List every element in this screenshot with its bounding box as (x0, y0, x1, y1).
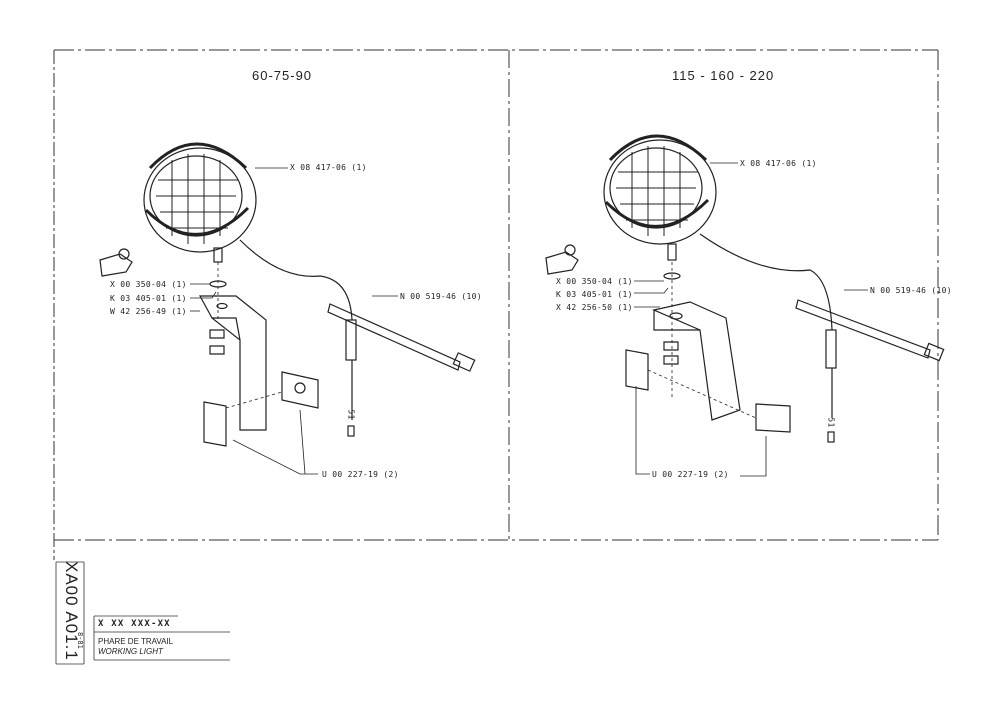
lamp-housing (143, 147, 257, 253)
drawing-date: 8-81 (76, 632, 84, 649)
washer-2 (663, 272, 681, 280)
label-connector: 51 (346, 409, 356, 420)
plate-left (203, 401, 227, 447)
reference-number: X XX XXX-XX (98, 619, 171, 629)
lamp-housing-2 (603, 139, 717, 245)
cable-tie (327, 303, 461, 371)
label-cable-tie: N 00 519-46 (10) (400, 292, 482, 301)
nuts (209, 329, 225, 355)
plate-left-2 (625, 349, 649, 391)
label-cable-tie-2: N 00 519-46 (10) (870, 286, 952, 295)
label-washer-2: X 00 350-04 (1) (556, 277, 633, 286)
label-bracket-2: X 42 256-50 (1) (556, 303, 633, 312)
bulb (99, 253, 133, 277)
plate-right (281, 371, 319, 409)
drawing-code: XA00 A01.1 (62, 561, 81, 661)
bracket-x (652, 301, 741, 421)
label-connector-2: 51 (826, 417, 836, 428)
label-lamp: X 08 417-06 (1) (290, 163, 367, 172)
title-french: PHARE DE TRAVAIL (98, 637, 174, 646)
lamp-grille-2 (616, 146, 698, 236)
left-assembly (99, 142, 476, 447)
panel-title-left: 60-75-90 (252, 68, 313, 83)
label-plates-2: U 00 227-19 (2) (652, 470, 729, 479)
label-lamp-2: X 08 417-06 (1) (740, 159, 817, 168)
bulb-2 (545, 251, 579, 275)
drawing-code-box: XA00 A01.1 (56, 561, 82, 666)
label-washer: X 00 350-04 (1) (110, 280, 187, 289)
nuts-2 (663, 341, 679, 365)
cable-2 (699, 233, 833, 331)
cable (239, 239, 353, 321)
cable-tie-2 (795, 299, 931, 359)
title-english: WORKING LIGHT (98, 647, 163, 656)
panel-title-right: 115 - 160 - 220 (672, 68, 775, 83)
label-nut: K 03 405-01 (1) (110, 294, 187, 303)
right-assembly (545, 134, 945, 443)
label-nut-2: K 03 405-01 (1) (556, 290, 633, 299)
plate-right-2 (755, 403, 791, 433)
bracket-w (198, 295, 267, 431)
title-block-lines (55, 561, 230, 665)
label-bracket: W 42 256-49 (1) (110, 307, 187, 316)
lamp-stud-2 (667, 243, 677, 261)
label-plates: U 00 227-19 (2) (322, 470, 399, 479)
lamp-grille (156, 154, 238, 244)
